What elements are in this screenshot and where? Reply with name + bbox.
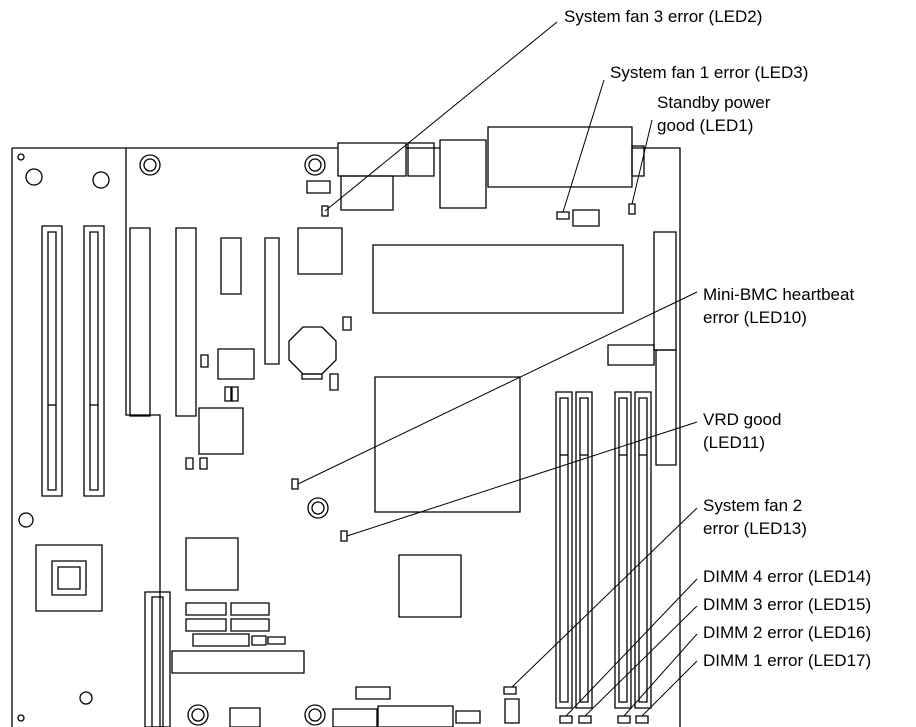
led14 [560, 716, 572, 723]
label-mini-bmc-line1: Mini-BMC heartbeat [703, 285, 855, 304]
mounting-holes [140, 155, 328, 725]
led15 [579, 716, 591, 723]
main-board-outline [126, 148, 680, 727]
label-mini-bmc-line2: error (LED10) [703, 308, 807, 327]
left-riser-board [12, 148, 160, 727]
leader-lines [298, 22, 697, 716]
label-standby-power-line2: good (LED1) [657, 116, 754, 135]
led11 [341, 531, 347, 541]
dimm-slots [556, 392, 651, 708]
label-dimm-2-error: DIMM 2 error (LED16) [703, 623, 872, 642]
southbridge-chip [36, 545, 102, 611]
board-components [130, 181, 676, 727]
label-system-fan-1-error: System fan 1 error (LED3) [610, 63, 809, 82]
led3 [557, 212, 569, 219]
label-system-fan-2-line1: System fan 2 [703, 496, 803, 515]
label-vrd-good-line1: VRD good [703, 410, 782, 429]
label-dimm-1-error: DIMM 1 error (LED17) [703, 651, 872, 670]
led16 [618, 716, 630, 723]
label-dimm-4-error: DIMM 4 error (LED14) [703, 567, 872, 586]
led2 [322, 206, 328, 216]
led10 [292, 479, 298, 489]
led-markers [292, 204, 648, 723]
pci-slots [42, 226, 104, 496]
label-vrd-good-line2: (LED11) [703, 433, 766, 452]
led1 [629, 204, 635, 214]
rear-connectors [338, 127, 644, 210]
led13 [504, 687, 516, 694]
label-dimm-3-error: DIMM 3 error (LED15) [703, 595, 872, 614]
label-system-fan-3-error: System fan 3 error (LED2) [564, 7, 763, 26]
label-system-fan-2-line2: error (LED13) [703, 519, 807, 538]
label-standby-power-line1: Standby power [657, 93, 771, 112]
led17 [636, 716, 648, 723]
